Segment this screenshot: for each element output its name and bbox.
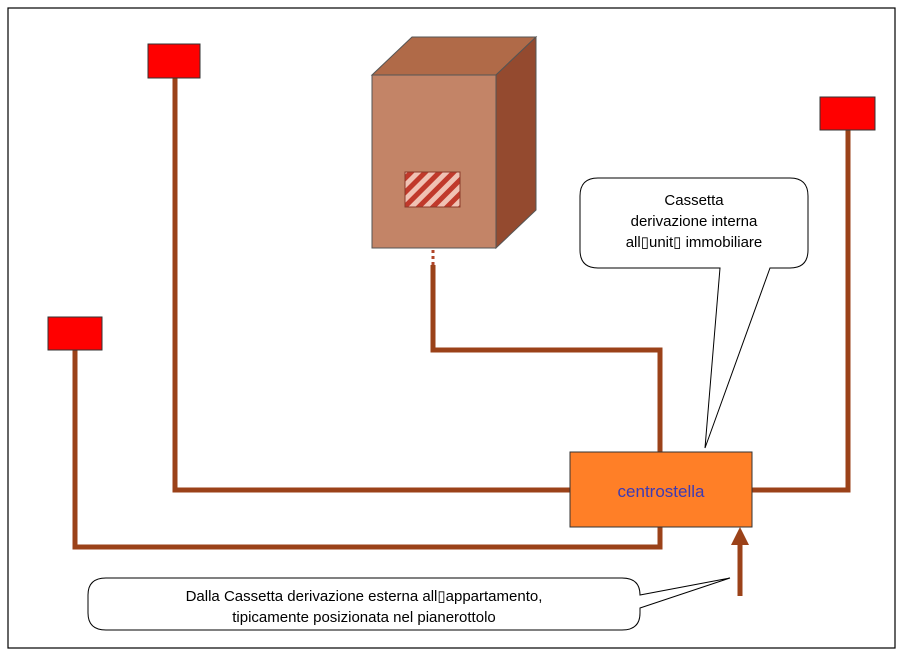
centrostella-label: centrostella — [618, 482, 705, 501]
internal-callout-line3: all▯unit▯ immobiliare — [626, 234, 763, 251]
outlet-top-left — [147, 43, 201, 79]
outlet-right — [819, 96, 876, 131]
cabinet-hatched-box — [404, 171, 461, 208]
wire-top-left-outlet — [172, 78, 570, 493]
wire-left-outlet — [72, 350, 663, 550]
internal-box-callout — [579, 177, 809, 449]
arrow-head — [731, 527, 749, 545]
external-callout-line1: Dalla Cassetta derivazione esterna all▯a… — [186, 588, 543, 605]
wire-cabinet — [430, 265, 663, 452]
external-box-callout — [87, 577, 731, 631]
wire-right-outlet — [752, 130, 851, 493]
wires — [72, 78, 851, 550]
cabinet-front-face — [371, 74, 497, 249]
electrical-cabinet — [370, 35, 538, 250]
internal-callout-line2: derivazione interna — [631, 213, 758, 230]
cabinet-side-face — [495, 35, 537, 250]
internal-callout-line1: Cassetta — [664, 192, 724, 209]
outlet-left — [47, 316, 103, 351]
centrostella-box — [569, 451, 753, 528]
external-callout-line2: tipicamente posizionata nel pianerottolo — [232, 609, 496, 626]
